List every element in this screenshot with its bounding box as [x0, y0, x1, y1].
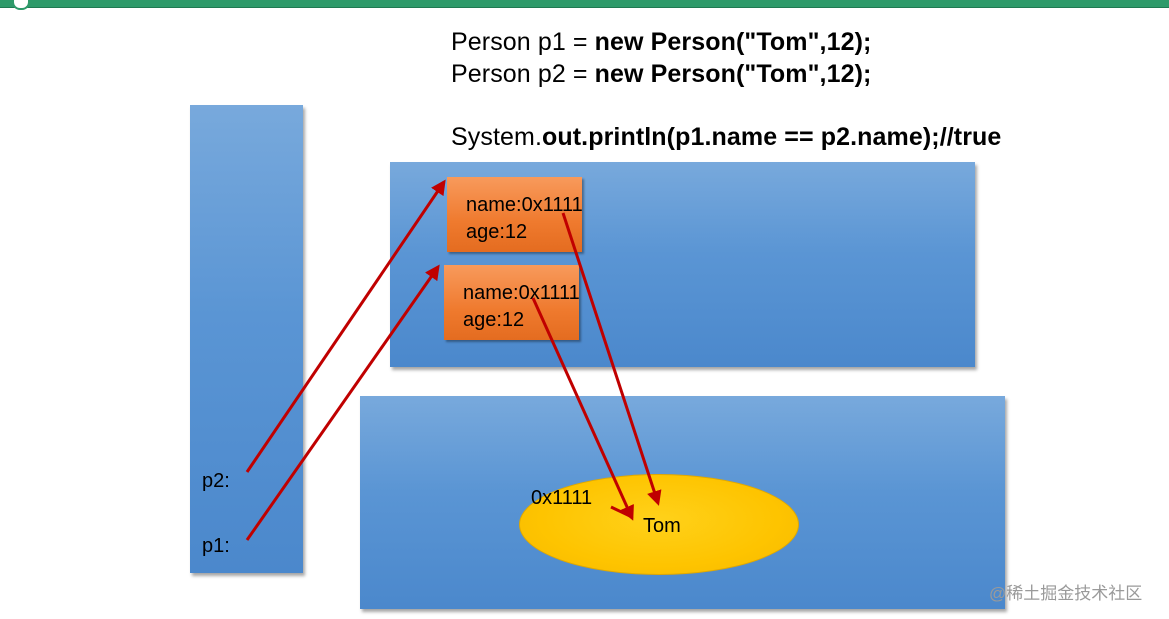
top-bar [0, 0, 1169, 8]
code-line-3-bold: out.println(p1.name == p2.name);//true [542, 123, 1002, 151]
code-line-1-bold: new Person("Tom",12); [594, 28, 872, 56]
object-age-field: age:12 [463, 309, 525, 331]
person-object-p2: name:0x1111 age:12 [444, 265, 580, 340]
object-age-field: age:12 [466, 221, 528, 243]
string-value-label: Tom [643, 515, 681, 537]
object-name-field: name:0x1111 [463, 282, 580, 304]
stack-panel [190, 105, 303, 573]
code-line-3: System.out.println(p1.name == p2.name);/… [451, 123, 1001, 152]
code-line-2-bold: new Person("Tom",12); [594, 60, 872, 88]
code-line-1: Person p1 = new Person("Tom",12); [451, 28, 871, 57]
header-logo-icon [12, 0, 30, 10]
code-line-2: Person p2 = new Person("Tom",12); [451, 60, 871, 89]
watermark: @稀土掘金技术社区 [989, 584, 1143, 603]
string-address-label: 0x1111 [531, 487, 593, 509]
person-object-p1: name:0x1111 age:12 [447, 177, 583, 252]
code-line-1-plain: Person p1 = [451, 28, 595, 56]
object-name-field: name:0x1111 [466, 194, 583, 216]
stack-var-p2: p2: [202, 470, 230, 492]
code-line-3-plain: System. [451, 123, 542, 151]
stack-var-p1: p1: [202, 535, 230, 557]
code-line-2-plain: Person p2 = [451, 60, 595, 88]
